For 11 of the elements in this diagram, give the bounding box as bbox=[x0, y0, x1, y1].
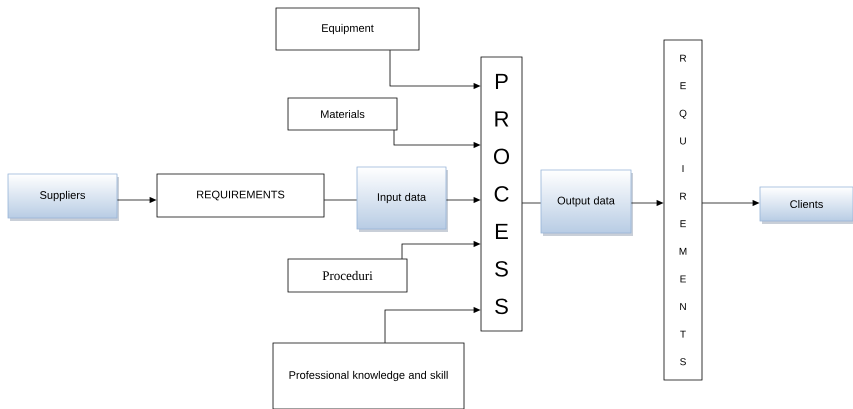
requirements-column: REQUIREMENTS bbox=[664, 40, 702, 380]
process-box: Professional knowledge and skill bbox=[272, 342, 464, 409]
process-box: Output data bbox=[540, 170, 633, 236]
process-column: PROCESS bbox=[480, 56, 522, 332]
process-box: Clients bbox=[760, 186, 853, 224]
process-box: Materials bbox=[288, 98, 398, 130]
process-box: Input data bbox=[356, 166, 448, 232]
process-box: Suppliers bbox=[8, 174, 120, 221]
process-box: Proceduri bbox=[288, 258, 408, 292]
process-box: Equipment bbox=[276, 8, 420, 50]
process-box: REQUIREMENTS bbox=[156, 174, 324, 218]
